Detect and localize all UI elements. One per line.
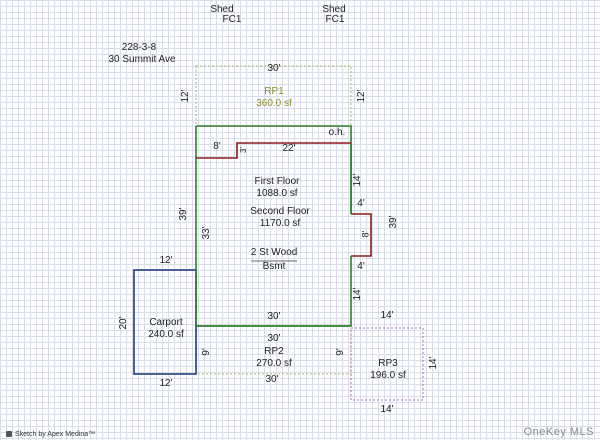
rp3-label: RP3: [378, 358, 398, 369]
address: 30 Summit Ave: [108, 54, 176, 65]
dim-main-outer-right: 39': [388, 215, 399, 229]
dim-rp2-left: 9': [201, 348, 212, 356]
rp3-block: RP3 196.0 sf: [370, 358, 406, 381]
sketch-credit-text: Sketch by Apex Medina™: [15, 431, 96, 438]
shed-left-title: Shed: [210, 4, 234, 15]
rp3-size: 196.0 sf: [370, 369, 406, 381]
rp1-size: 360.0 sf: [256, 97, 292, 109]
rp1-label: RP1 360.0 sf: [256, 86, 292, 109]
shed-right-code: FC1: [325, 14, 345, 25]
first-floor-size: 1088.0 sf: [256, 187, 298, 199]
apex-logo-icon: [6, 431, 12, 438]
dim-rp1-right: 12': [356, 89, 367, 103]
rp2-block: RP2 270.0 sf: [256, 346, 292, 369]
notch-outline: [196, 142, 351, 159]
second-floor-label: Second Floor: [250, 206, 310, 217]
dim-carport-left: 20': [118, 316, 129, 330]
dim-main-bottom: 30': [267, 311, 281, 322]
dim-rp2-top: 30': [267, 333, 281, 344]
rp3-outline: [350, 327, 424, 401]
mls-watermark: OneKey MLS: [523, 426, 594, 438]
dim-bump-bottom: 4': [357, 261, 365, 272]
dim-rp3-top: 14': [380, 310, 394, 321]
second-floor-block: Second Floor 1170.0 sf: [250, 206, 309, 229]
construction-label: 2 St Wood: [250, 247, 298, 258]
rp2-label: RP2: [264, 346, 284, 357]
rp2-size: 270.0 sf: [256, 357, 292, 369]
dim-main-inner-left: 33': [201, 226, 212, 240]
dim-main-outer-left: 39': [178, 207, 189, 221]
second-floor-size: 1170.0 sf: [259, 217, 301, 229]
dim-notch-top-right: 22': [282, 143, 296, 154]
dim-rp3-right: 14': [428, 356, 439, 370]
dim-rp2-bottom: 30': [265, 374, 279, 385]
parcel-id: 228-3-8: [121, 42, 157, 53]
dim-rp1-left: 12': [180, 89, 191, 103]
dim-rp2-right: 9': [335, 348, 346, 356]
dim-rp3-bottom: 14': [380, 404, 394, 415]
dim-carport-bottom: 12': [159, 378, 173, 389]
dim-carport-top: 12': [159, 255, 173, 266]
rp1-name: RP1: [264, 86, 284, 97]
first-floor-block: First Floor 1088.0 sf: [255, 176, 300, 199]
basement-label: Bsmt: [262, 261, 286, 272]
shed-right-title: Shed: [322, 4, 346, 15]
overhang-label: o.h.: [328, 127, 346, 138]
dim-main-right-upper: 14': [352, 173, 363, 187]
dim-notch-top-left: 8': [213, 141, 221, 152]
dim-notch-drop: 3': [239, 147, 248, 153]
bump-outline: [351, 213, 372, 257]
carport-label: Carport: [149, 317, 183, 328]
carport-size: 240.0 sf: [148, 328, 184, 340]
dim-bump-depth: 8': [360, 230, 371, 238]
shed-left-code: FC1: [222, 14, 242, 25]
first-floor-label: First Floor: [254, 176, 300, 187]
dim-main-right-lower: 14': [352, 287, 363, 301]
carport-block: Carport 240.0 sf: [148, 317, 184, 340]
dim-bump-top: 4': [357, 198, 365, 209]
sketch-credit: Sketch by Apex Medina™: [6, 431, 95, 438]
dim-rp1-top: 30': [267, 63, 281, 74]
